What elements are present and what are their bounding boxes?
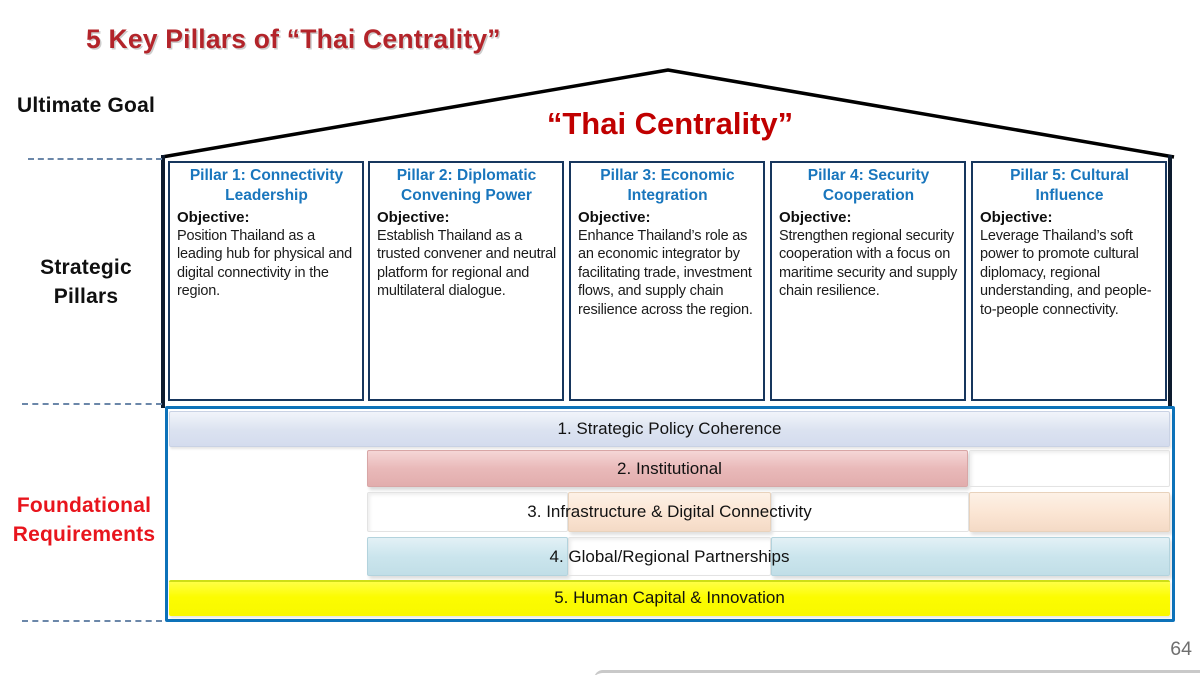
foundation-bar-3-white-segment (367, 492, 568, 532)
foundation-bar-2 (367, 450, 968, 487)
pillar-objective-text: Position Thailand as a leading hub for p… (177, 227, 352, 300)
foundation-bar-2-white-segment (969, 450, 1170, 487)
page-number: 64 (1170, 638, 1192, 660)
label-strategic-pillars: Strategic Pillars (40, 256, 132, 308)
foundation-bar-4 (771, 537, 1170, 576)
foundation-bar-1 (169, 411, 1170, 447)
foundation-panel: 1. Strategic Policy Coherence 2. Institu… (165, 406, 1175, 622)
pillar-box-5: Pillar 5: Cultural Influence Objective: … (971, 161, 1167, 401)
foundation-bar-5 (169, 580, 1170, 616)
objective-label: Objective: (377, 208, 450, 226)
dashed-divider-bottom (22, 620, 162, 622)
house-wall-left (161, 155, 165, 408)
objective-label: Objective: (578, 208, 651, 226)
pillar-title: Pillar 4: Security Cooperation (807, 167, 930, 204)
objective-label: Objective: (779, 208, 852, 226)
foundation-bar-3-white-segment (771, 492, 969, 532)
foundation-bar-3 (969, 492, 1170, 532)
house-wall-right (1168, 155, 1172, 408)
pillar-box-3: Pillar 3: Economic Integration Objective… (569, 161, 765, 401)
roof-label: “Thai Centrality” (546, 106, 794, 141)
pillar-box-2: Pillar 2: Diplomatic Convening Power Obj… (368, 161, 564, 401)
pillar-title: Pillar 3: Economic Integration (600, 167, 735, 204)
foundation-bar-4-white-segment (568, 537, 771, 576)
foundation-bar-3 (568, 492, 771, 532)
foundation-bar-4 (367, 537, 568, 576)
label-ultimate-goal: Ultimate Goal (17, 94, 155, 117)
pillar-objective-text: Strengthen regional security cooperation… (779, 227, 958, 300)
pillar-objective-text: Establish Thailand as a trusted convener… (377, 227, 556, 300)
pillar-objective-text: Enhance Thailand’s role as an economic i… (578, 227, 753, 318)
pillar-objective-text: Leverage Thailand’s soft power to promot… (980, 227, 1152, 318)
pillar-box-4: Pillar 4: Security Cooperation Objective… (770, 161, 966, 401)
pillar-title: Pillar 2: Diplomatic Convening Power (396, 167, 537, 204)
label-foundational-requirements: Foundational Requirements (12, 494, 156, 546)
pillar-title: Pillar 1: Connectivity Leadership (189, 167, 344, 204)
objective-label: Objective: (177, 208, 250, 226)
dashed-divider-top (28, 158, 162, 160)
slide-title: 5 Key Pillars of “Thai Centrality” (86, 24, 501, 54)
pillar-box-1: Pillar 1: Connectivity Leadership Object… (168, 161, 364, 401)
bottom-edge-shape (594, 670, 1200, 675)
objective-label: Objective: (980, 208, 1053, 226)
dashed-divider-middle (22, 403, 162, 405)
pillar-title: Pillar 5: Cultural Influence (1010, 167, 1129, 204)
